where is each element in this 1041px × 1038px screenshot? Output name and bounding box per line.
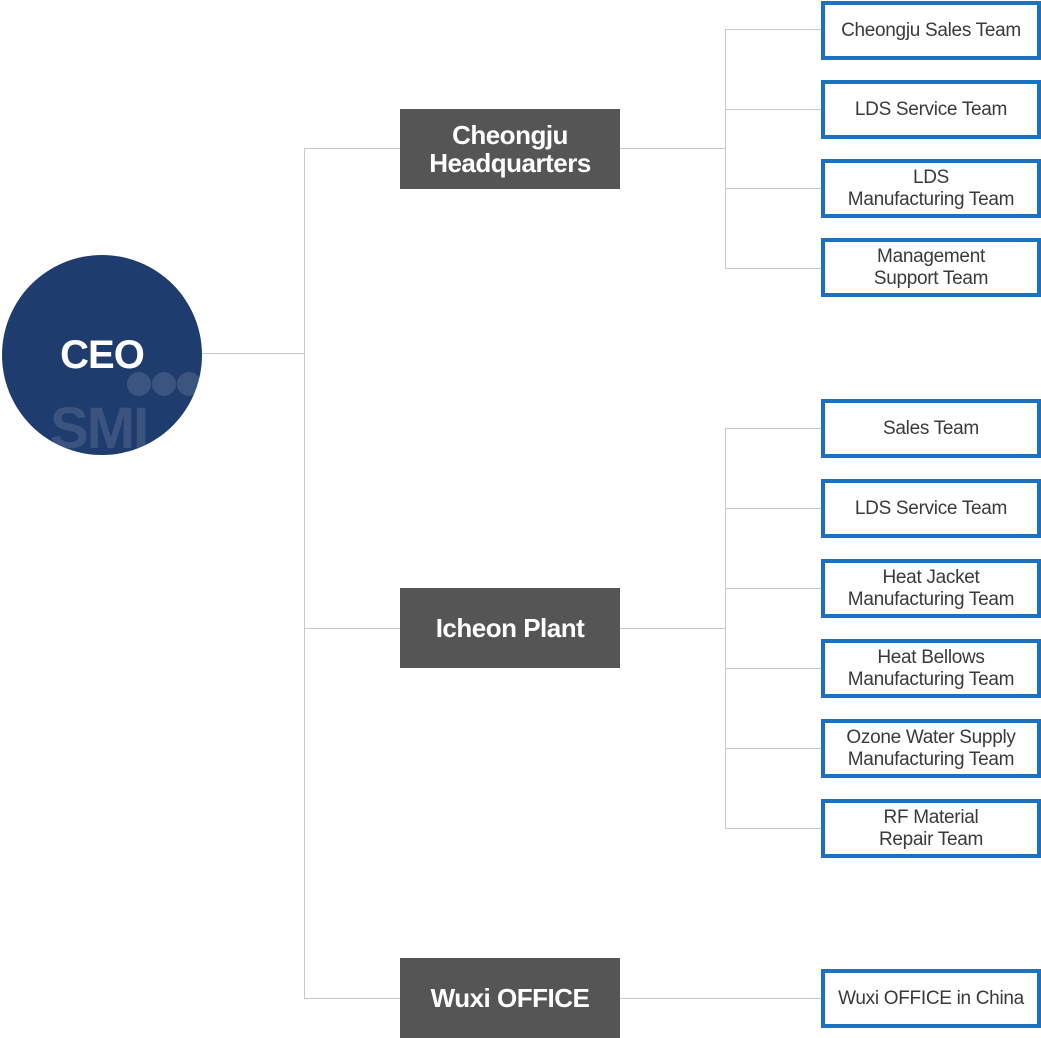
- team-heat-bellows-manufacturing: Heat Bellows Manufacturing Team: [821, 639, 1041, 698]
- division-label: Icheon Plant: [435, 613, 585, 643]
- team-label: Management Support Team: [873, 245, 989, 289]
- connector-to-division: [304, 628, 400, 629]
- connector-to-division: [304, 998, 400, 999]
- ceo-logo-watermark: SMI: [50, 396, 149, 455]
- team-label: LDS Service Team: [854, 497, 1008, 519]
- logo-dot: [177, 372, 201, 396]
- team-label: LDS Service Team: [854, 98, 1008, 120]
- team-cheongju-sales: Cheongju Sales Team: [821, 1, 1041, 60]
- connector-to-team: [725, 29, 821, 30]
- team-label: LDS Manufacturing Team: [847, 166, 1015, 210]
- team-rf-material-repair: RF Material Repair Team: [821, 799, 1041, 858]
- connector-to-team: [725, 109, 821, 110]
- team-label: Heat Bellows Manufacturing Team: [847, 646, 1015, 690]
- team-lds-service: LDS Service Team: [821, 80, 1041, 139]
- connector-to-team: [725, 668, 821, 669]
- connector-to-team: [725, 588, 821, 589]
- connector-division-out: [620, 148, 726, 149]
- connector-division-out: [620, 628, 726, 629]
- team-sales: Sales Team: [821, 399, 1041, 458]
- logo-dot: [127, 372, 151, 396]
- connector-to-team: [725, 428, 821, 429]
- team-lds-service: LDS Service Team: [821, 479, 1041, 538]
- team-wuxi-office-china: Wuxi OFFICE in China: [821, 969, 1041, 1028]
- team-lds-manufacturing: LDS Manufacturing Team: [821, 159, 1041, 218]
- team-label: Sales Team: [883, 417, 979, 439]
- ceo-node: SMI CEO: [2, 255, 202, 455]
- connector-to-team: [725, 508, 821, 509]
- connector-to-team: [725, 188, 821, 189]
- team-label: Wuxi OFFICE in China: [838, 987, 1024, 1009]
- connector-to-team: [725, 748, 821, 749]
- connector-branch: [725, 29, 726, 269]
- ceo-label: CEO: [60, 333, 145, 377]
- division-icheon-plant: Icheon Plant: [400, 588, 620, 668]
- logo-dot: [152, 372, 176, 396]
- connector-to-team: [620, 998, 821, 999]
- team-heat-jacket-manufacturing: Heat Jacket Manufacturing Team: [821, 559, 1041, 618]
- connector-ceo-out: [202, 353, 305, 354]
- division-cheongju-headquarters: Cheongju Headquarters: [400, 109, 620, 189]
- connector-to-team: [725, 268, 821, 269]
- connector-trunk: [304, 148, 305, 999]
- connector-branch: [725, 428, 726, 829]
- team-label: Ozone Water Supply Manufacturing Team: [846, 726, 1016, 770]
- division-label: Wuxi OFFICE: [430, 983, 590, 1013]
- team-ozone-water-supply-manufacturing: Ozone Water Supply Manufacturing Team: [821, 719, 1041, 778]
- connector-to-team: [725, 828, 821, 829]
- connector-to-division: [304, 148, 400, 149]
- division-label: Cheongju Headquarters: [429, 120, 591, 178]
- division-wuxi-office: Wuxi OFFICE: [400, 958, 620, 1038]
- team-label: Cheongju Sales Team: [841, 19, 1021, 41]
- team-management-support: Management Support Team: [821, 238, 1041, 297]
- team-label: Heat Jacket Manufacturing Team: [847, 566, 1015, 610]
- team-label: RF Material Repair Team: [878, 806, 984, 850]
